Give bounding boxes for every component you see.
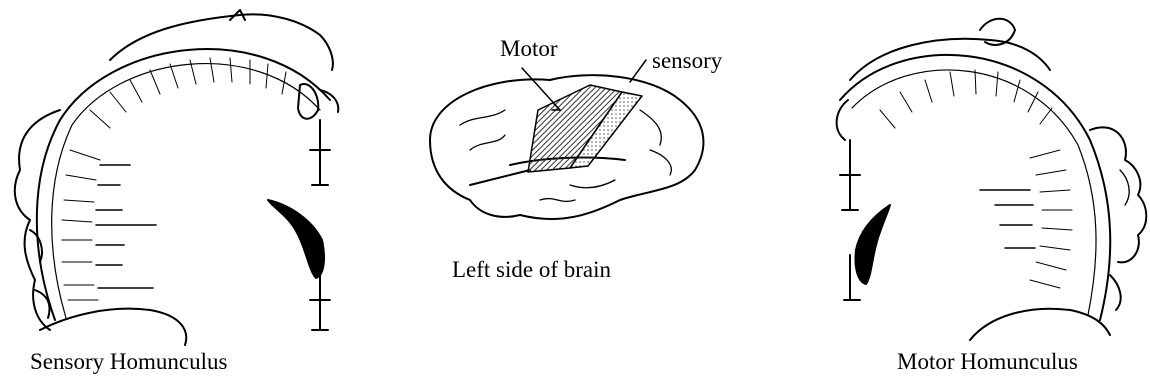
sensory-label: sensory [652, 48, 722, 74]
motor-homunculus-caption: Motor Homunculus [897, 349, 1078, 375]
sensory-homunculus-caption: Sensory Homunculus [30, 349, 227, 375]
motor-label: Motor [500, 36, 558, 62]
motor-homunculus-figure [820, 0, 1150, 340]
sensory-homunculus-figure [0, 0, 360, 340]
brain-caption: Left side of brain [452, 257, 611, 283]
